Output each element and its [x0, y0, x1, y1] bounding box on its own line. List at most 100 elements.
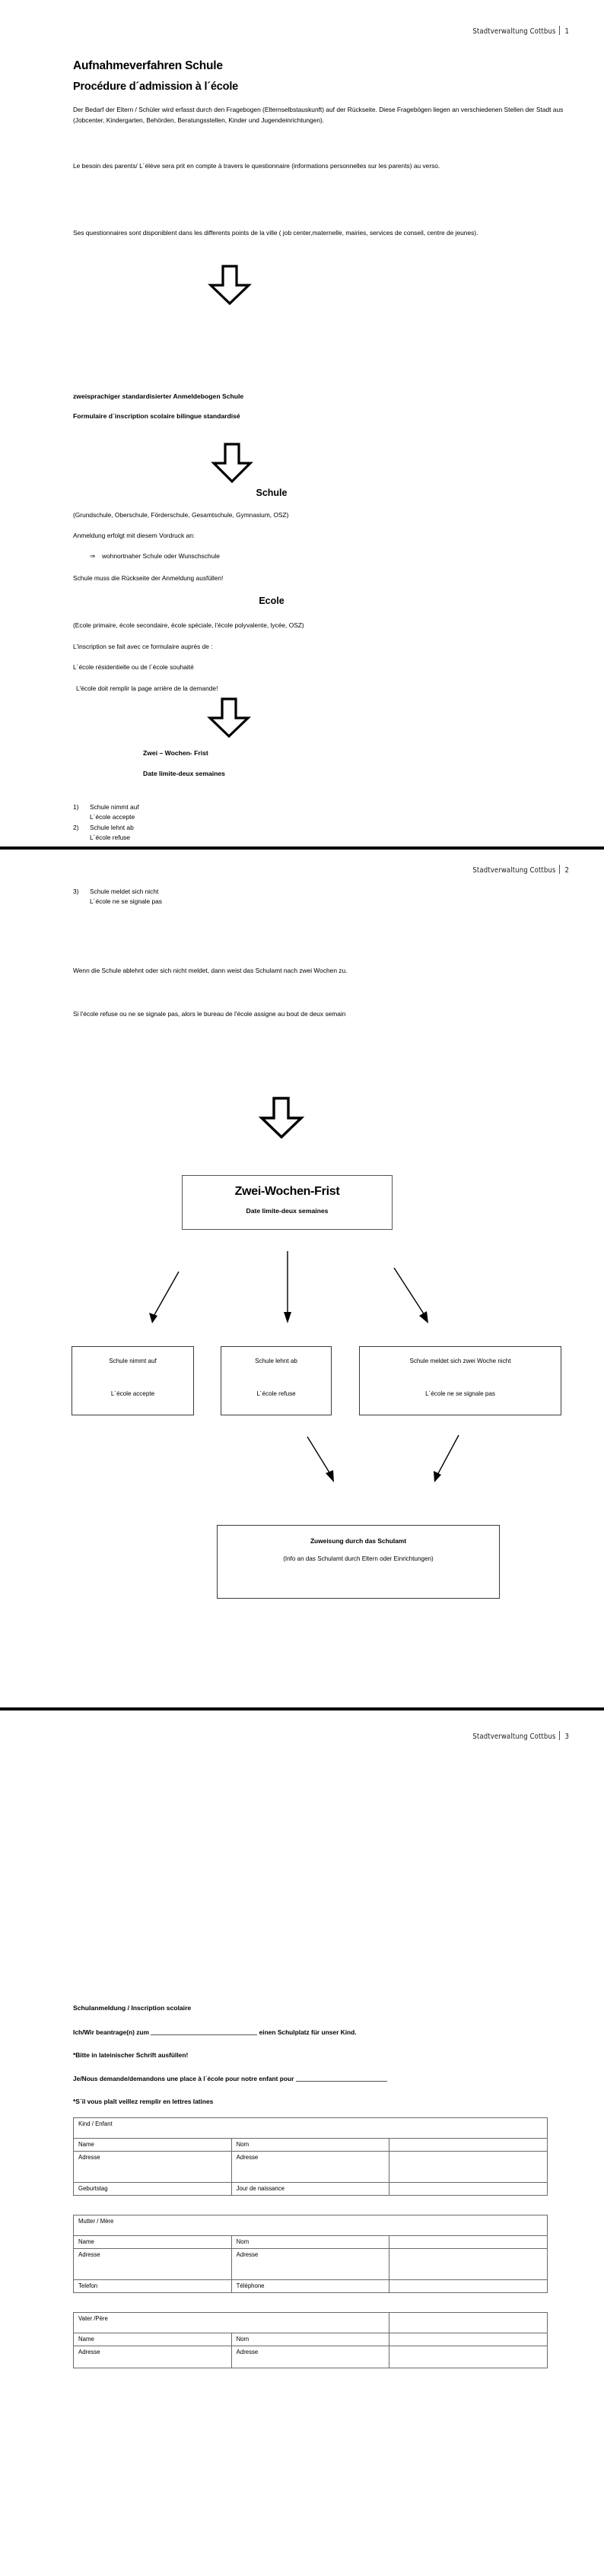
field-value-input[interactable]: [389, 2137, 548, 2152]
list-item: 1) Schule nimmt auf L´école accepte: [73, 802, 569, 822]
flow-branch-2-de: Schule lehnt ab: [255, 1358, 297, 1364]
outcome-list-page2: 3) Schule meldet sich nicht L´école ne se…: [73, 887, 569, 907]
ecole-backside-note: L'école doit remplir la page arrière de …: [76, 684, 218, 692]
application-line-de-part1: Ich/Wir beantrage(n) zum: [73, 2028, 151, 2036]
ecole-residence-text: L´école résidentielle ou de l´école souh…: [73, 663, 194, 671]
application-line-de: Ich/Wir beantrage(n) zum einen Schulplat…: [73, 2028, 569, 2036]
field-label-de: Adresse: [73, 2248, 232, 2281]
field-value-input[interactable]: [389, 2279, 548, 2294]
schule-registration-text: Anmeldung erfolgt mit diesem Vordruck an…: [73, 532, 196, 539]
table-row: Mutter / Mère: [73, 2215, 548, 2236]
ecole-types: (Ecole primaire, école secondaire, école…: [73, 621, 304, 629]
application-line-fr: Je/Nous demande/demandons une place à l´…: [73, 2075, 569, 2082]
table-row: Adresse Adresse: [73, 2151, 548, 2184]
outcome-number: 1): [73, 803, 79, 811]
field-label-de: Geburtstag: [73, 2182, 232, 2196]
ecole-inscription-text: L'inscription se fait avec ce formulaire…: [73, 643, 213, 650]
intro-paragraph-de: Der Bedarf der Eltern / Schüler wird erf…: [73, 106, 564, 124]
page-separator-2: [0, 1707, 604, 1710]
latin-script-note-de: *Bitte in lateinischer Schrift ausfüllen…: [73, 2051, 189, 2059]
double-arrow-right-icon: ⇒: [90, 552, 96, 560]
field-label-fr: Nom: [230, 2137, 390, 2152]
flow-final-note-de: (Info an das Schulamt durch Eltern oder …: [283, 1555, 434, 1562]
outcome-number: 3): [73, 888, 79, 895]
schule-bullet-line: ⇒ wohnortnaher Schule oder Wunschschule: [73, 552, 569, 560]
table-heading-cell: Kind / Enfant: [73, 2117, 548, 2139]
form-name-de: zweisprachiger standardisierter Anmeldeb…: [73, 392, 244, 400]
ecole-heading: Ecole: [259, 596, 285, 606]
flow-branch-1-de: Schule nimmt auf: [109, 1358, 157, 1364]
field-label-fr: Nom: [230, 2235, 390, 2250]
field-value-input[interactable]: [389, 2182, 548, 2196]
field-label-fr: Jour de naissance: [230, 2182, 390, 2196]
flow-connectors-lower: [307, 1434, 459, 1482]
header-org-name: Stadtverwaltung Cottbus: [472, 1733, 556, 1741]
intro-paragraph-fr: Le besoin des parents/ L´élève sera prit…: [73, 162, 440, 170]
field-label-fr: Nom: [230, 2332, 390, 2347]
flow-branch-1-fr: L´école accepte: [110, 1390, 155, 1397]
flow-down-arrow: [259, 1097, 304, 1139]
outcome-list-page1: 1)Schule nimmt auf L´école accepte 2)Sch…: [73, 802, 569, 843]
list-item: 3) Schule meldet sich nicht L´école ne se…: [73, 887, 569, 907]
flow-connectors-upper: [149, 1251, 428, 1323]
field-value-input[interactable]: [389, 2332, 548, 2347]
schule-backside-note: Schule muss die Rückseite der Anmeldung …: [73, 574, 224, 582]
schule-bullet-text: wohnortnaher Schule oder Wunschschule: [102, 552, 220, 560]
field-label-de: Name: [73, 2332, 232, 2347]
down-arrow-2: [211, 443, 253, 484]
table-heading-blank-cell[interactable]: [389, 2312, 548, 2333]
table-row: Name Nom: [73, 2332, 548, 2347]
table-row: Adresse Adresse: [73, 2346, 548, 2369]
flow-branch-box-1: Schule nimmt auf L´école accepte: [72, 1346, 194, 1415]
schule-heading: Schule: [256, 488, 288, 498]
field-label-de: Name: [73, 2235, 232, 2250]
header-divider: [559, 26, 561, 35]
schule-types: (Grundschule, Oberschule, Förderschule, …: [73, 511, 289, 519]
document-page-2: Stadtverwaltung Cottbus 2 3) Schule meldet…: [0, 850, 604, 1707]
page-number: 3: [564, 1733, 569, 1741]
table-row: Name Nom: [73, 2137, 548, 2152]
flow-main-title-de: Zwei-Wochen-Frist: [234, 1185, 340, 1198]
field-value-input[interactable]: [389, 2346, 548, 2369]
page-header-3: Stadtverwaltung Cottbus 3: [472, 1731, 569, 1741]
father-info-table-wrapper: Vater /Père Name Nom Adresse Adresse: [72, 2312, 548, 2369]
page-title-fr: Procédure d´admission à l´école: [73, 81, 239, 93]
outcome-text-fr: L´école ne se signale pas: [90, 897, 162, 906]
field-value-input[interactable]: [389, 2248, 548, 2281]
field-label-de: Adresse: [73, 2151, 232, 2184]
outcome-text-fr: L´école accepte: [90, 813, 135, 821]
field-label-de: Adresse: [73, 2346, 232, 2369]
flow-branch-3-fr: L´école ne se signale pas: [425, 1390, 495, 1397]
school-year-input-de[interactable]: [151, 2034, 258, 2035]
form-section-title: Schulanmeldung / Inscription scolaire: [73, 2004, 192, 2012]
flow-branch-box-2: Schule lehnt ab L´école refuse: [221, 1346, 332, 1415]
field-value-input[interactable]: [389, 2235, 548, 2250]
outcome-text-fr: L´école refuse: [90, 834, 131, 842]
table-row: Vater /Père: [72, 2312, 548, 2333]
table-heading-cell: Mutter / Mère: [73, 2215, 548, 2236]
field-label-fr: Téléphone: [230, 2279, 390, 2294]
page-number: 2: [564, 866, 569, 875]
field-value-input[interactable]: [389, 2151, 548, 2184]
down-arrow-1: [208, 265, 252, 306]
outcome-text-de: Schule meldet sich nicht: [90, 888, 159, 895]
page-header-2: Stadtverwaltung Cottbus 2: [472, 865, 569, 875]
outcome-text-de: Schule nimmt auf: [90, 803, 139, 811]
flow-main-title-fr: Date limite-deux semaines: [246, 1207, 329, 1215]
down-arrow-3: [207, 646, 251, 738]
flow-final-title-de: Zuweisung durch das Schulamt: [310, 1537, 407, 1545]
table-heading-cell: Vater /Père: [72, 2312, 390, 2333]
deadline-label-fr: Date limite-deux semaines: [143, 770, 225, 777]
application-line-de-part2: einen Schulplatz für unser Kind.: [257, 2028, 357, 2036]
table-row: Name Nom: [73, 2235, 548, 2250]
deadline-label-de: Zwei – Wochen- Frist: [143, 749, 208, 757]
school-year-input-fr[interactable]: [295, 2081, 387, 2082]
header-org-name: Stadtverwaltung Cottbus: [472, 866, 556, 875]
mother-info-table-wrapper: Mutter / Mère Name Nom Adresse Adresse T…: [73, 2215, 548, 2294]
page-number: 1: [564, 27, 569, 36]
latin-script-note-fr: *S´il vous plaît veillez remplir en lett…: [73, 2098, 214, 2105]
table-row: Geburtstag Jour de naissance: [73, 2182, 548, 2196]
field-label-fr: Adresse: [230, 2248, 390, 2281]
